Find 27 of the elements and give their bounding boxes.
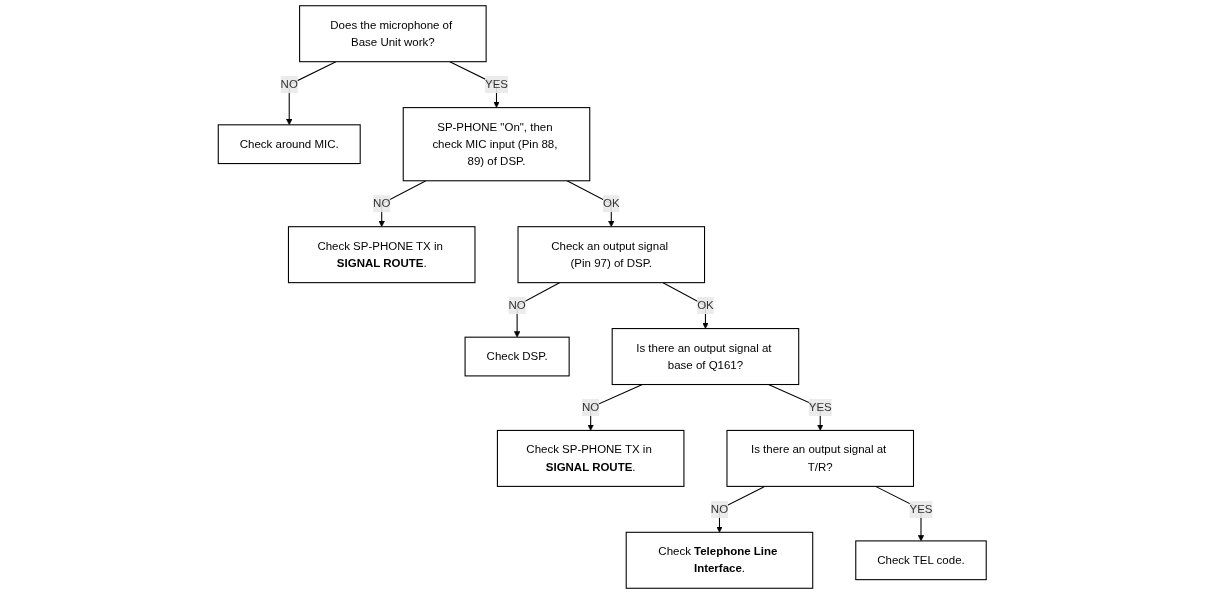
node-box: Check around MIC.: [217, 124, 361, 165]
edge-label: NO: [711, 502, 729, 516]
node-box: Check TEL code.: [855, 540, 987, 581]
edge-label: NO: [508, 299, 526, 312]
arrow: [587, 383, 644, 431]
edge-label: OK: [697, 299, 714, 312]
arrow: [378, 180, 427, 227]
arrow: [716, 485, 766, 533]
node-box: Check SP-PHONE TX in SIGNAL ROUTE.: [497, 429, 685, 487]
node-box: Is there an output signal at base of Q161?: [611, 328, 800, 386]
edge-label: YES: [909, 502, 933, 516]
node-box: Is there an output signal at T/R?: [726, 429, 915, 487]
arrow: [566, 180, 615, 227]
edge-label: NO: [280, 78, 299, 91]
edge-label: YES: [485, 78, 509, 91]
edge-label: YES: [809, 401, 832, 414]
edge-label: OK: [603, 197, 620, 210]
node-box: Check SP-PHONE TX in SIGNAL ROUTE.: [288, 226, 476, 284]
node-box: Check DSP.: [464, 336, 570, 377]
arrow: [875, 485, 925, 542]
node-box: Check Telephone Line Interface.: [625, 531, 814, 589]
node-box: Does the microphone of Base Unit work?: [299, 5, 487, 63]
node-box: SP-PHONE "On", then check MIC input (Pin 88, 89) of DSP.: [402, 107, 591, 182]
node-box: Check an output signal (Pin 97) of DSP.: [517, 226, 706, 284]
edge-label: NO: [582, 401, 600, 414]
edge-label: NO: [373, 197, 391, 210]
arrow: [286, 61, 337, 126]
